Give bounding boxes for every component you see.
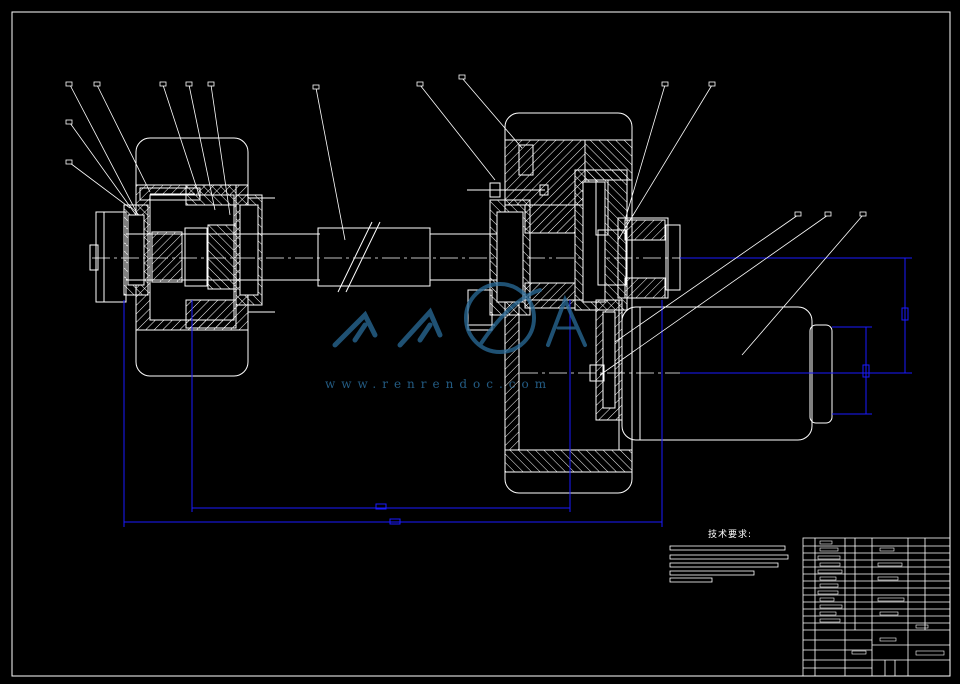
- motor: [520, 299, 870, 441]
- right-wheel-assembly: [467, 112, 681, 494]
- tech-requirements-notes: [669, 545, 789, 583]
- dimension-lines: [123, 257, 912, 527]
- watermark-url: www.renrendoc.com: [325, 377, 553, 391]
- part-leaders: [65, 74, 867, 376]
- drawing-frame: [11, 11, 951, 677]
- title-block: [802, 537, 951, 677]
- left-wheel-assembly: [89, 137, 263, 377]
- tech-requirements-title: 技术要求:: [708, 530, 753, 540]
- watermark-logo: [332, 282, 587, 354]
